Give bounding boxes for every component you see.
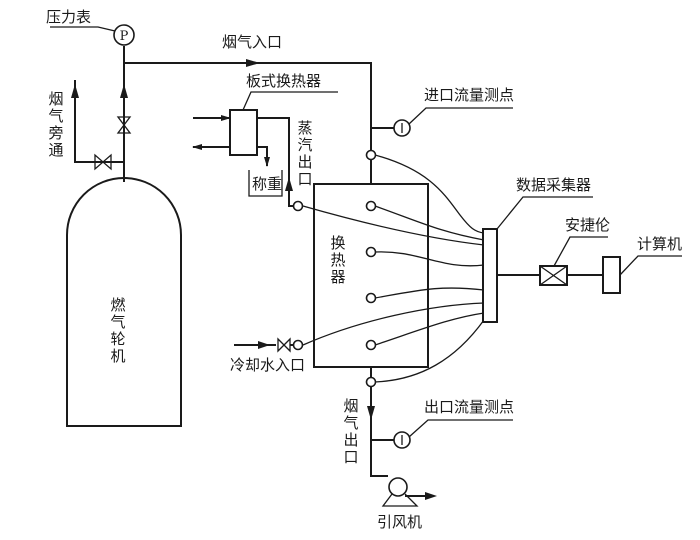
flue-gas-outlet-label-char: 气	[343, 414, 358, 432]
data-collector-body	[482, 228, 498, 323]
node-inlet	[365, 149, 377, 161]
data-collector-leader	[496, 196, 593, 230]
induced-fan: 引风机	[377, 477, 437, 531]
flue-gas-inlet-label: 烟气入口	[222, 33, 282, 51]
weighing-container: 称重	[248, 170, 283, 197]
heat-exchanger-label: 换热器	[330, 234, 345, 286]
computer-label: 计算机	[637, 235, 682, 253]
data-collector: 数据采集器	[482, 176, 593, 323]
computer-leader	[619, 255, 682, 276]
phe-to-weighing-line	[257, 146, 270, 167]
outlet-flow-leader	[408, 419, 513, 438]
plate-heat-exchanger: 板式换热器	[192, 72, 338, 207]
pressure-gauge: P 压力表	[46, 8, 135, 46]
wire-t4	[374, 312, 485, 346]
measurement-nodes	[292, 149, 377, 388]
weighing-label: 称重	[252, 175, 282, 193]
turbine-flow-arrow-icon	[120, 84, 128, 98]
wire-t1	[374, 205, 485, 241]
gas-turbine-label: 燃气轮机	[110, 296, 125, 365]
inlet-flow-label: 进口流量测点	[424, 86, 514, 104]
steam-outlet-label-char: 口	[297, 170, 312, 188]
pressure-gauge-symbol: P	[120, 29, 129, 44]
bypass-label-char: 旁	[48, 124, 63, 142]
node-t2	[365, 246, 377, 258]
gas-turbine-label-char: 轮	[110, 330, 125, 348]
gas-turbine-body	[66, 177, 182, 427]
node-outlet	[365, 376, 377, 388]
fan-exhaust-arrow-icon	[425, 492, 437, 500]
node-cooling	[292, 339, 304, 351]
bypass-label-char: 气	[48, 107, 63, 125]
steam-outlet-label: 蒸汽出口	[297, 119, 312, 188]
flue-gas-outlet-label: 烟气出口	[343, 397, 358, 466]
cooling-water-inlet-label: 冷却水入口	[230, 356, 305, 374]
cooling-water-valve-icon	[277, 337, 291, 353]
agilent-leader	[553, 236, 608, 267]
induced-fan-label: 引风机	[377, 513, 422, 531]
node-t1	[365, 200, 377, 212]
pressure-gauge-icon	[113, 24, 135, 46]
turbine-valve-icon	[116, 116, 132, 134]
plate-heat-exchanger-body	[229, 109, 258, 156]
steam-outlet-label-char: 蒸	[297, 119, 312, 137]
node-steam	[292, 200, 304, 212]
plate-heat-exchanger-leader	[242, 91, 338, 111]
bypass-valve-icon	[94, 153, 112, 171]
gas-turbine-label-char: 机	[110, 347, 125, 365]
wire-outlet	[374, 319, 485, 383]
computer: 计算机	[602, 235, 682, 294]
heat-exchanger-label-char: 热	[330, 251, 345, 269]
node-t3	[365, 292, 377, 304]
sensor-wires	[302, 154, 485, 383]
plate-heat-exchanger-label: 板式换热器	[246, 72, 321, 90]
wire-steam	[302, 205, 485, 246]
bypass-pipe	[74, 80, 124, 163]
flue-gas-outlet-pipe	[370, 367, 388, 477]
bypass-label: 烟气旁通	[48, 90, 63, 159]
gas-turbine: 燃气轮机	[66, 177, 182, 427]
flue-gas-outlet-label-char: 出	[343, 431, 358, 449]
steam-arrow-icon	[285, 177, 293, 191]
pressure-gauge-leader	[50, 26, 116, 32]
bypass-arrow-icon	[71, 84, 79, 98]
induced-fan-icon	[388, 477, 408, 497]
gas-turbine-label-char: 气	[110, 313, 125, 331]
heat-exchanger: 换热器	[313, 183, 429, 368]
flue-gas-inlet-pipe	[124, 62, 372, 185]
steam-outlet-label-char: 出	[297, 153, 312, 171]
wire-cooling	[302, 302, 485, 346]
bypass-label-char: 烟	[48, 90, 63, 108]
outlet-flow-point: 出口流量测点	[371, 398, 514, 449]
data-collector-label: 数据采集器	[516, 176, 591, 194]
flue-gas-outlet-arrow-icon	[367, 406, 375, 420]
outlet-flow-label: 出口流量测点	[424, 398, 514, 416]
wire-inlet	[374, 154, 485, 234]
computer-body	[602, 256, 621, 294]
agilent: 安捷伦	[539, 216, 610, 286]
inlet-flow-point: 进口流量测点	[371, 86, 514, 137]
flue-gas-inlet-arrow-icon	[246, 59, 260, 67]
agilent-label: 安捷伦	[565, 216, 610, 234]
gas-turbine-label-char: 燃	[110, 296, 125, 314]
steam-outlet-label-char: 汽	[297, 136, 312, 154]
heat-exchanger-label-char: 换	[330, 234, 345, 252]
wire-t2	[374, 251, 485, 267]
flue-gas-outlet-label-char: 烟	[343, 397, 358, 415]
cooling-water-inlet: 冷却水入口	[230, 337, 305, 374]
node-t4	[365, 339, 377, 351]
wire-t3	[374, 287, 485, 299]
heat-exchanger-label-char: 器	[330, 268, 345, 286]
inlet-flow-leader	[408, 107, 513, 125]
pressure-gauge-label: 压力表	[46, 8, 91, 26]
flue-gas-outlet-label-char: 口	[343, 448, 358, 466]
bypass-label-char: 通	[48, 141, 63, 159]
